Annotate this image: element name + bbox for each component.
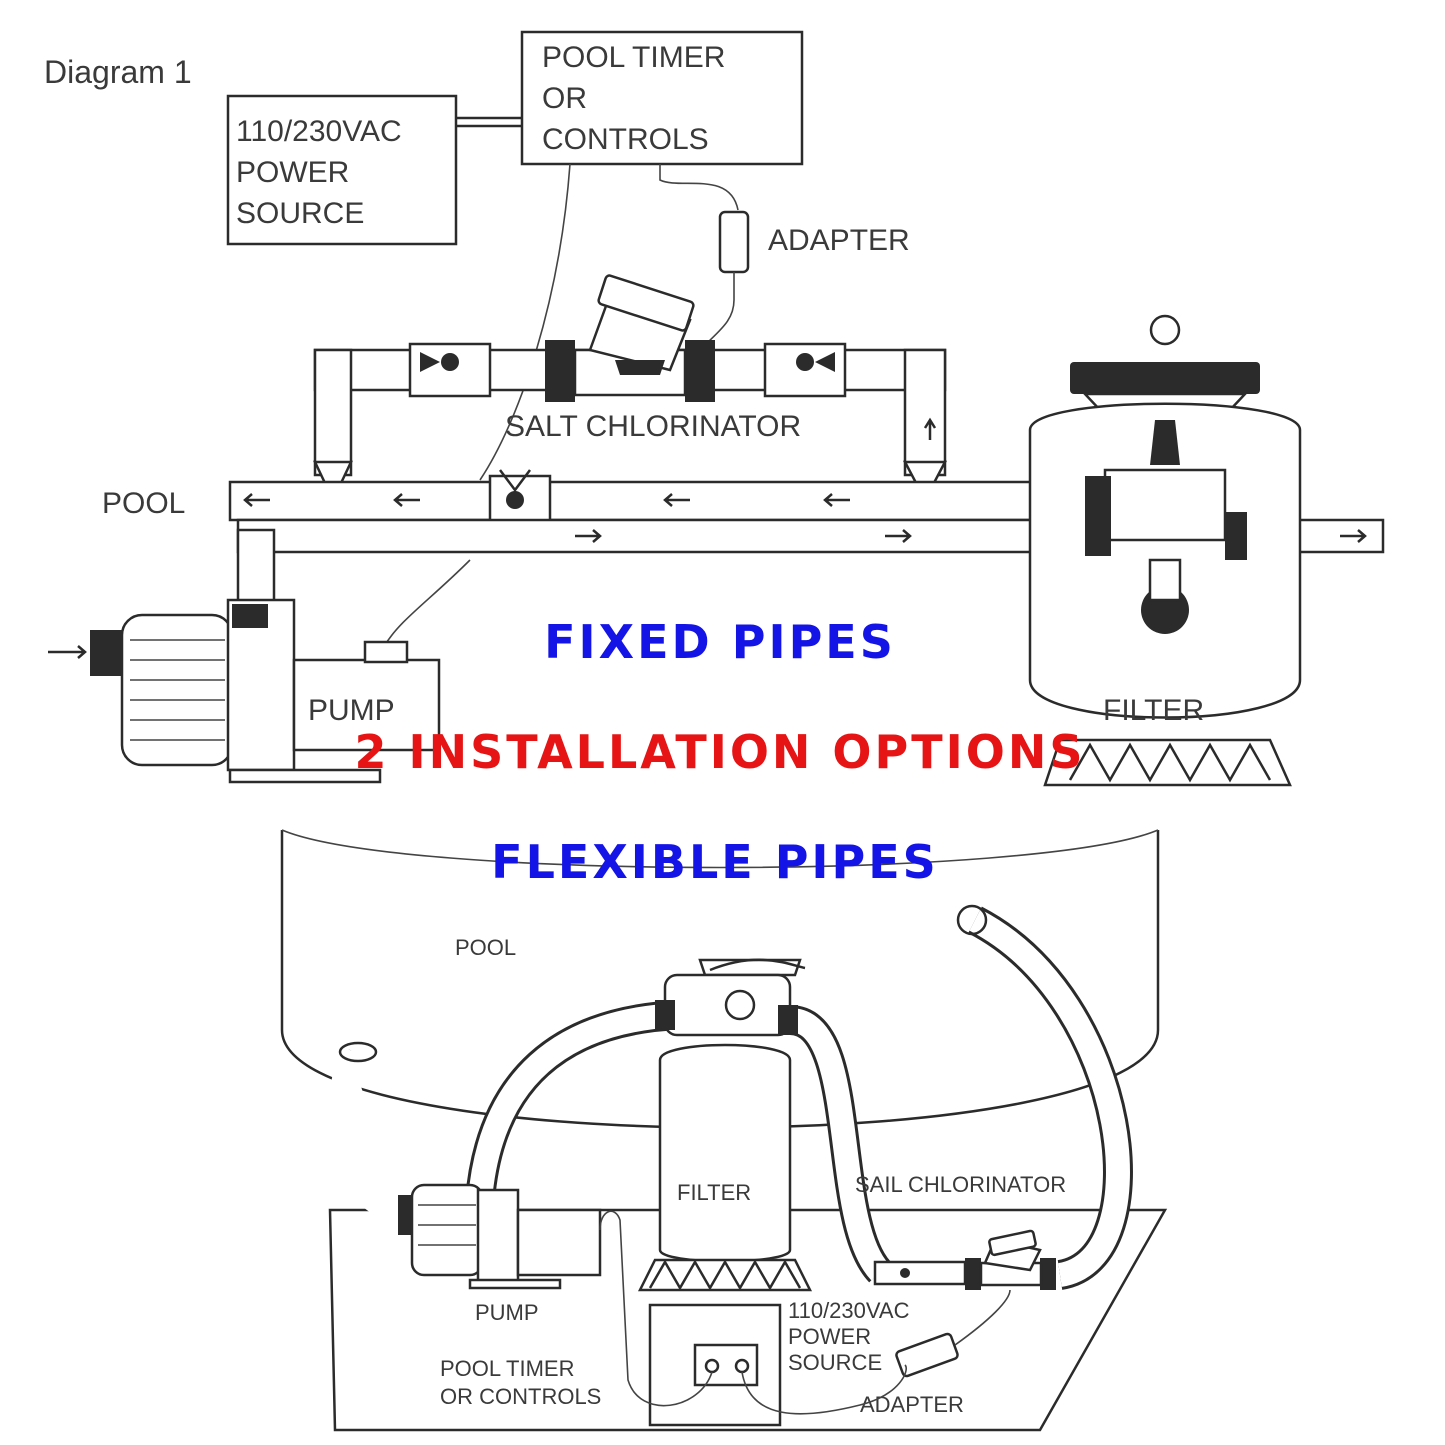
filter-label: FILTER bbox=[677, 1180, 751, 1205]
top-diagram: Diagram 1 110/230VAC POWER SOURCE POOL T… bbox=[44, 30, 1385, 787]
diagram-title: Diagram 1 bbox=[44, 54, 192, 90]
pump-label: PUMP bbox=[475, 1300, 539, 1325]
timer-box bbox=[648, 1303, 782, 1427]
valve-icon bbox=[763, 342, 847, 398]
adapter-label: ADAPTER bbox=[860, 1392, 964, 1417]
salt-chlorinator-icon bbox=[873, 1229, 1056, 1290]
timer-line-1: POOL TIMER bbox=[440, 1356, 574, 1381]
flexible-pipes-banner: FLEXIBLE PIPES bbox=[491, 835, 939, 889]
filter-label: FILTER bbox=[1103, 694, 1204, 727]
timer-to-adapter-cable bbox=[659, 164, 739, 211]
platform bbox=[328, 1208, 1168, 1432]
adapter-icon bbox=[895, 1332, 959, 1378]
pump-icon bbox=[398, 1183, 602, 1290]
adapter-icon bbox=[718, 210, 750, 274]
filter-icon bbox=[1028, 314, 1302, 787]
pool-return-pipe bbox=[228, 469, 1082, 528]
valve-icon bbox=[408, 342, 492, 398]
pool-label: POOL bbox=[455, 935, 516, 960]
power-line-1: 110/230VAC bbox=[236, 115, 402, 148]
pump-label: PUMP bbox=[308, 694, 395, 727]
divider bbox=[0, 818, 1445, 828]
timer-line-2: OR bbox=[542, 82, 587, 115]
adapter-label: ADAPTER bbox=[768, 224, 910, 257]
salt-chlorinator-icon bbox=[545, 274, 715, 402]
power-line-2: POWER bbox=[236, 156, 349, 189]
installation-options-banner: 2 INSTALLATION OPTIONS bbox=[355, 725, 1086, 779]
filter-icon bbox=[637, 958, 813, 1292]
timer-box: POOL TIMER OR CONTROLS bbox=[520, 30, 804, 166]
chlorinator-label: SAIL CHLORINATOR bbox=[855, 1172, 1066, 1197]
power-line-1: 110/230VAC bbox=[788, 1298, 910, 1323]
pool-label: POOL bbox=[102, 487, 185, 520]
timer-line-2: OR CONTROLS bbox=[440, 1384, 601, 1409]
adapter-cable bbox=[741, 1364, 907, 1415]
pump-cable bbox=[599, 1210, 713, 1407]
power-line-3: SOURCE bbox=[236, 197, 364, 230]
pump-icon bbox=[48, 598, 441, 784]
timer-line-3: CONTROLS bbox=[542, 123, 709, 156]
power-line-3: SOURCE bbox=[788, 1350, 882, 1375]
power-line-2: POWER bbox=[788, 1324, 871, 1349]
power-source-box: 110/230VAC POWER SOURCE bbox=[226, 94, 458, 246]
salt-chlorinator-label: SALT CHLORINATOR bbox=[505, 410, 801, 443]
fixed-pipes-banner: FIXED PIPES bbox=[544, 615, 896, 669]
timer-line-1: POOL TIMER bbox=[542, 41, 725, 74]
bottom-diagram: POOL FILTER bbox=[280, 829, 1168, 1432]
